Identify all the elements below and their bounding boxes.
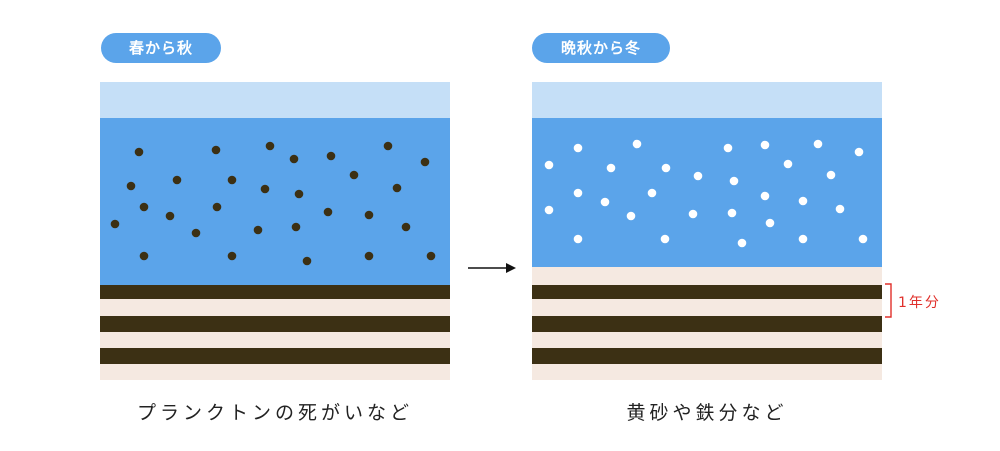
particle — [139, 251, 149, 261]
particle — [573, 234, 583, 244]
particle — [364, 210, 374, 220]
particle — [544, 205, 554, 215]
sediment-dark-layer — [532, 285, 882, 299]
particle — [392, 183, 402, 193]
sediment-light-layer — [100, 299, 450, 316]
particle — [826, 170, 836, 180]
particle — [723, 143, 733, 153]
particle — [165, 211, 175, 221]
sediment-dark-layer — [532, 316, 882, 332]
sediment-light-layer — [532, 332, 882, 348]
particle — [134, 147, 144, 157]
particle — [693, 171, 703, 181]
sediment-light-layer — [100, 332, 450, 348]
particle — [760, 191, 770, 201]
sky-layer — [532, 82, 882, 118]
particle — [798, 234, 808, 244]
particle — [110, 219, 120, 229]
particle — [172, 175, 182, 185]
particle — [606, 163, 616, 173]
sediment-light-layer — [532, 267, 882, 285]
sediment-dark-layer — [532, 348, 882, 364]
particle — [420, 157, 430, 167]
left-caption: プランクトンの死がいなど — [136, 402, 413, 424]
particle — [265, 141, 275, 151]
light-particles — [544, 139, 868, 248]
particle — [211, 145, 221, 155]
particle — [661, 163, 671, 173]
particle — [291, 222, 301, 232]
particle — [813, 139, 823, 149]
one-year-label: 1年分 — [898, 295, 941, 311]
particle — [660, 234, 670, 244]
particle — [383, 141, 393, 151]
sky-layer — [100, 82, 450, 118]
particle — [426, 251, 436, 261]
particle — [573, 188, 583, 198]
sediment-dark-layer — [100, 316, 450, 332]
one-year-bracket — [885, 283, 892, 318]
particle — [737, 238, 747, 248]
water-layer — [532, 118, 882, 267]
particle — [544, 160, 554, 170]
particle — [191, 228, 201, 238]
particle — [364, 251, 374, 261]
particle — [729, 176, 739, 186]
sediment-light-layer — [532, 364, 882, 380]
particle — [302, 256, 312, 266]
sediment-dark-layer — [100, 285, 450, 299]
particle — [212, 202, 222, 212]
particle — [760, 140, 770, 150]
particle — [727, 208, 737, 218]
left-sediment-diagram — [100, 82, 450, 380]
particle — [854, 147, 864, 157]
particle — [688, 209, 698, 219]
particle — [227, 175, 237, 185]
season-badge-late-autumn-winter: 晩秋から冬 — [532, 33, 670, 63]
sediment-light-layer — [532, 299, 882, 316]
particle — [765, 218, 775, 228]
particle — [647, 188, 657, 198]
particle — [227, 251, 237, 261]
particle — [326, 151, 336, 161]
particle — [323, 207, 333, 217]
particle — [835, 204, 845, 214]
particle — [289, 154, 299, 164]
particle — [626, 211, 636, 221]
particle — [126, 181, 136, 191]
particle — [401, 222, 411, 232]
arrow-right-icon — [468, 263, 516, 273]
particle — [600, 197, 610, 207]
right-sediment-diagram — [532, 82, 882, 380]
particle — [253, 225, 263, 235]
particle — [783, 159, 793, 169]
particle — [139, 202, 149, 212]
particle — [858, 234, 868, 244]
particle — [573, 143, 583, 153]
particle — [798, 196, 808, 206]
sediment-dark-layer — [100, 348, 450, 364]
particle — [349, 170, 359, 180]
particle — [632, 139, 642, 149]
particle — [260, 184, 270, 194]
right-caption: 黄砂や鉄分など — [626, 402, 788, 424]
dark-particles — [110, 141, 436, 266]
sediment-light-layer — [100, 364, 450, 380]
season-badge-spring-autumn: 春から秋 — [101, 33, 221, 63]
particle — [294, 189, 304, 199]
